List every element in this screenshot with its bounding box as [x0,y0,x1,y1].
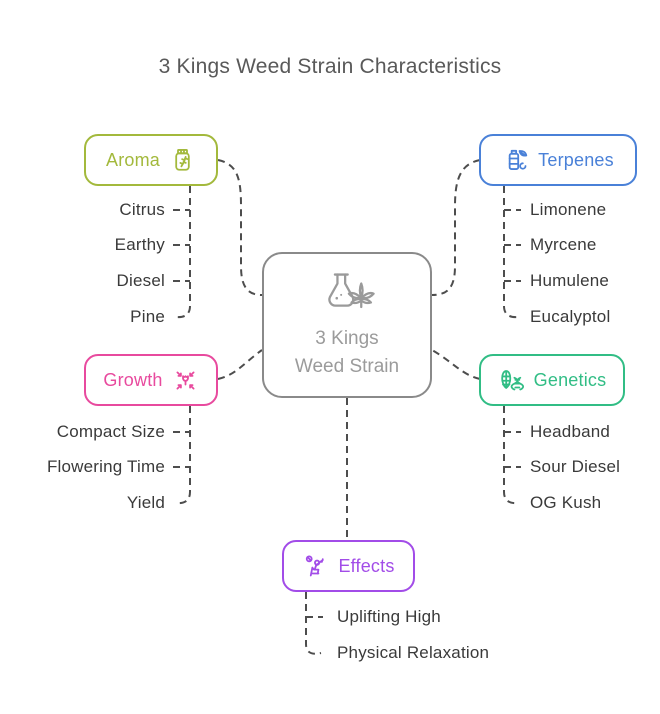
node-aroma[interactable]: Aroma [84,134,218,186]
node-growth-label: Growth [103,369,163,390]
node-genetics[interactable]: Genetics [479,354,625,406]
node-terpenes-label: Terpenes [538,149,614,170]
node-effects[interactable]: Effects [282,540,415,592]
growth-item: Compact Size [56,422,165,441]
node-terpenes[interactable]: Terpenes [479,134,637,186]
growth-item: Yield [126,493,165,512]
connector-aroma-center [217,159,263,296]
herb-jar-icon [169,147,196,174]
aroma-item: Pine [130,307,165,326]
effects-list-line [305,592,322,655]
growth-item: Flowering Time [46,457,165,476]
genetics-list-line [503,406,520,505]
effects-item: Uplifting High [337,607,441,626]
terpenes-item: Limonene [530,200,607,219]
aroma-item: Diesel [116,271,165,290]
node-growth[interactable]: Growth [84,354,218,406]
page-title: 3 Kings Weed Strain Characteristics [158,55,502,78]
genetics-item: Headband [530,422,611,441]
bottle-leaf-icon [502,147,529,174]
corn-dna-icon [498,367,525,394]
aroma-item: Citrus [119,200,165,219]
genetics-item: Sour Diesel [530,457,621,476]
terpenes-item: Myrcene [530,235,597,254]
node-effects-label: Effects [338,555,395,576]
growth-list-line [174,406,191,505]
effects-item: Physical Relaxation [337,643,490,662]
node-genetics-label: Genetics [533,369,607,390]
compress-plant-icon [172,367,199,394]
flask-cannabis-leaf-icon [314,270,380,317]
connector-growth-center [217,349,263,380]
terpenes-item: Humulene [530,271,610,290]
relaxing-person-icon [302,553,329,580]
center-node-label: 3 Kings Weed Strain [294,327,400,377]
node-aroma-label: Aroma [105,149,160,170]
genetics-item: OG Kush [530,493,602,512]
connector-terpenes-center [431,159,481,296]
aroma-list-line [174,186,191,319]
connector-genetics-center [431,349,481,380]
node-center[interactable]: 3 Kings Weed Strain [262,252,432,398]
terpenes-list-line [503,186,520,319]
terpenes-item: Eucalyptol [530,307,611,326]
aroma-item: Earthy [114,235,165,254]
